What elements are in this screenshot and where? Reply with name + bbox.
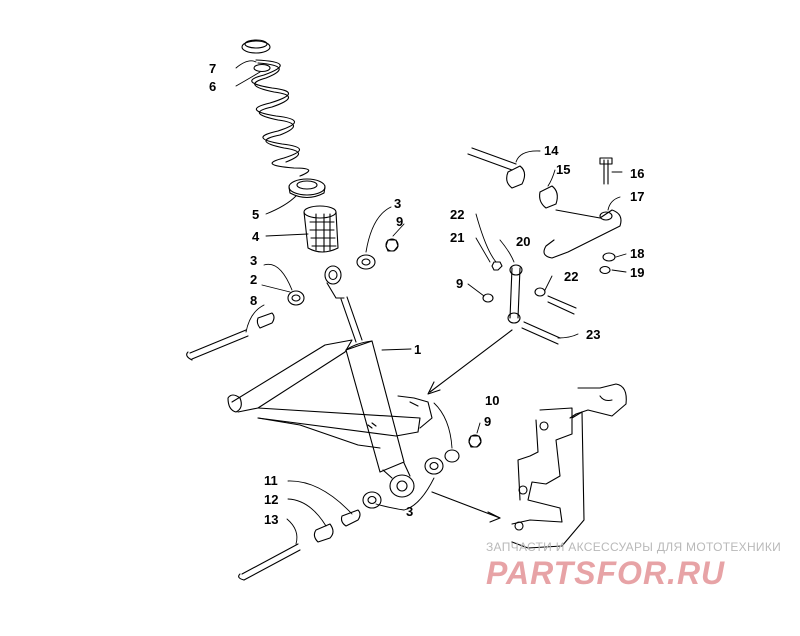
assembly-arrows: [427, 329, 513, 523]
callout-2: 2: [250, 272, 257, 287]
bump-stop: [303, 205, 339, 253]
shock-absorber: [324, 265, 415, 498]
callout-labels: 1 2 3 3 3 4 5 6 7 8 9 9 9 10 11 12 13 14…: [209, 61, 644, 527]
callout-10: 10: [485, 393, 499, 408]
callout-7: 7: [209, 61, 216, 76]
callout-3-left: 3: [250, 253, 257, 268]
lower-mount-hardware: [238, 434, 482, 581]
callout-14: 14: [544, 143, 559, 158]
a-arm: [227, 339, 433, 449]
callout-8: 8: [250, 293, 257, 308]
callout-16: 16: [630, 166, 644, 181]
callout-17: 17: [630, 189, 644, 204]
watermark-caption: ЗАПЧАСТИ И АКСЕССУАРЫ ДЛЯ МОТОТЕХНИКИ: [486, 540, 782, 554]
callout-9-lower: 9: [484, 414, 491, 429]
callout-19: 19: [630, 265, 644, 280]
callout-21: 21: [450, 230, 464, 245]
callout-20: 20: [516, 234, 530, 249]
callout-18: 18: [630, 246, 644, 261]
callout-11: 11: [264, 473, 278, 488]
watermark-logo: PARTSFOR.RU: [486, 555, 726, 591]
stabilizer-linkage: [467, 147, 622, 345]
callout-3-lower: 3: [406, 504, 413, 519]
callout-6: 6: [209, 79, 216, 94]
callout-13: 13: [264, 512, 278, 527]
callout-1: 1: [414, 342, 421, 357]
callout-12: 12: [264, 492, 278, 507]
callout-23: 23: [586, 327, 600, 342]
callout-9-upper: 9: [396, 214, 403, 229]
callout-4: 4: [252, 229, 260, 244]
leader-lines: [235, 60, 627, 545]
spindle-bracket: [511, 383, 627, 549]
callout-5: 5: [252, 207, 259, 222]
callout-9-linkage: 9: [456, 276, 463, 291]
upper-mount-hardware: [186, 238, 399, 361]
callout-3-upper: 3: [394, 196, 401, 211]
coil-spring: [241, 39, 310, 177]
callout-22-upper: 22: [450, 207, 464, 222]
callout-22-right: 22: [564, 269, 578, 284]
callout-15: 15: [556, 162, 570, 177]
spring-retainer: [288, 178, 326, 199]
